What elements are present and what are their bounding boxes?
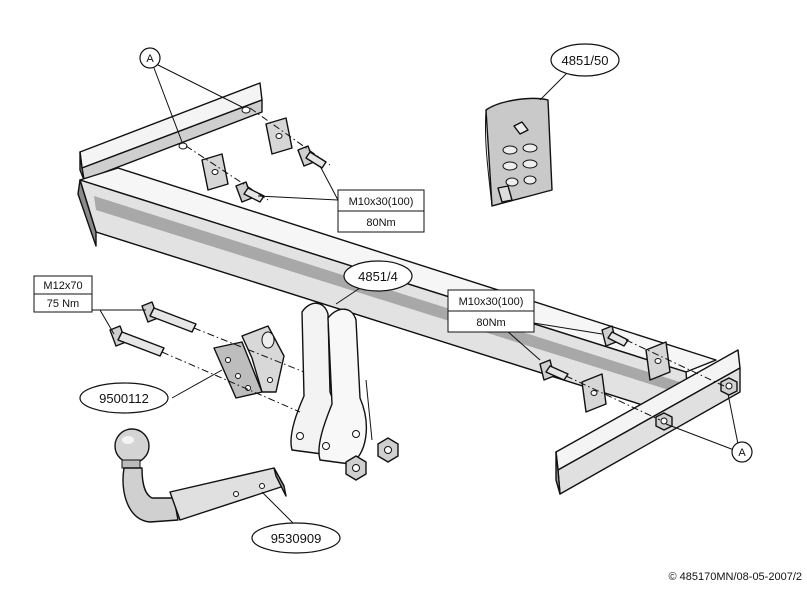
bolt-top-spec: M10x30(100) [349, 196, 414, 208]
kit-4851-50-callout: 4851/50 [550, 43, 620, 77]
a-callout-bottom-label: A [738, 447, 746, 459]
ball-9530909-label: 9530909 [271, 531, 322, 546]
nut-icon [345, 455, 367, 481]
a-callout-bottom: A [731, 441, 753, 463]
bolt-right-spec: M10x30(100) [459, 296, 524, 308]
washer-plate-icon [581, 373, 607, 413]
kit-4851-50-label: 4851/50 [562, 53, 609, 68]
bolt-right-torque: 80Nm [476, 317, 505, 329]
bracket-4851-4-label: 4851/4 [358, 269, 398, 284]
bolt-left-torque: 75 Nm [47, 298, 79, 310]
nut-icon [655, 412, 673, 431]
bolt-icon [109, 325, 165, 357]
copyright-notice: © 485170MN/08-05-2007/2 [669, 571, 802, 583]
nut-icon [720, 377, 738, 396]
plate-9500112-callout: 9500112 [79, 382, 169, 414]
bolt-right-spec-box: M10x30(100) 80Nm [447, 289, 535, 333]
a-callout-icon [731, 441, 753, 463]
bolt-left-spec: M12x70 [43, 280, 82, 292]
bracket-4851-4-callout: 4851/4 [343, 260, 413, 292]
bracket-4851-4 [290, 302, 373, 465]
a-callout-top: A [139, 47, 161, 69]
ball-9530909-callout: 9530909 [251, 522, 341, 554]
washer-plate-icon [645, 341, 671, 381]
bolt-icon [297, 145, 327, 169]
plate-9500112-label: 9500112 [99, 391, 149, 406]
washer-plate-icon [265, 117, 293, 155]
bolt-icon [601, 325, 629, 347]
bolt-icon [235, 181, 265, 203]
bolt-top-spec-box: M10x30(100) 80Nm [337, 189, 425, 233]
a-callout-icon [139, 47, 161, 69]
bolt-icon [141, 301, 197, 333]
bolt-top-torque: 80Nm [366, 217, 395, 229]
a-callout-top-label: A [146, 53, 154, 65]
hardware-bag-icon [484, 97, 553, 207]
bolt-icon [539, 359, 569, 381]
ball-plate-9500112 [213, 325, 285, 399]
washer-plate-icon [201, 153, 229, 191]
tow-ball-icon [114, 428, 287, 523]
nut-icon [377, 437, 399, 463]
left-side-member [79, 82, 263, 181]
bolt-left-spec-box: M12x70 75 Nm [33, 275, 93, 313]
